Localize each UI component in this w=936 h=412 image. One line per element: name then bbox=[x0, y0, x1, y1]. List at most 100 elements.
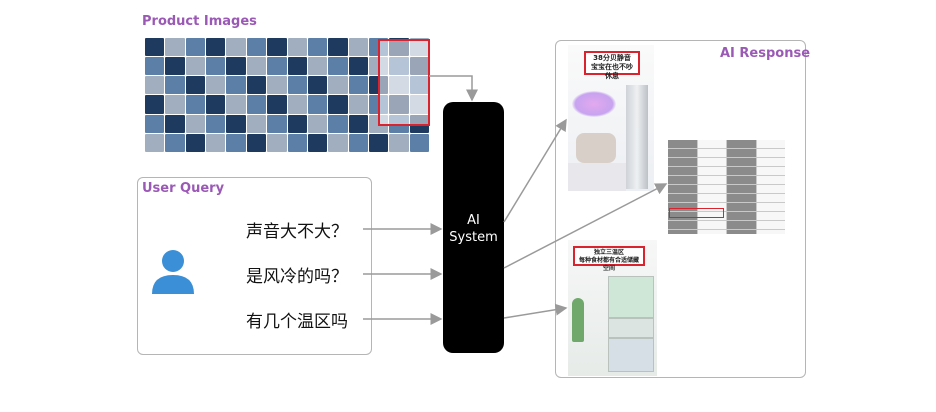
spec-table-cell bbox=[756, 185, 785, 193]
product-thumbnail bbox=[185, 133, 206, 152]
product-thumbnail bbox=[246, 114, 267, 133]
response-image-spec-table bbox=[668, 140, 785, 234]
product-thumbnail bbox=[287, 76, 307, 95]
product-thumbnail bbox=[328, 57, 348, 76]
product-thumbnail bbox=[145, 57, 165, 76]
product-thumbnail bbox=[206, 38, 226, 57]
product-thumbnail bbox=[165, 57, 185, 76]
arrow-system-to-response-3 bbox=[503, 303, 568, 319]
product-thumbnail bbox=[145, 38, 165, 57]
spec-table-cell bbox=[756, 230, 785, 234]
product-thumbnail bbox=[246, 95, 267, 114]
spec-table-highlight bbox=[669, 208, 724, 218]
spec-table-cell bbox=[697, 221, 726, 229]
spec-table-cell bbox=[727, 203, 756, 211]
product-thumbnail bbox=[267, 95, 287, 114]
product-thumbnail bbox=[226, 38, 246, 57]
spec-table-cell bbox=[668, 149, 697, 157]
product-thumbnail bbox=[307, 57, 328, 76]
spec-table-cell bbox=[727, 185, 756, 193]
product-thumbnail bbox=[206, 95, 226, 114]
spec-table-cell bbox=[668, 140, 697, 148]
spec-table-cell bbox=[727, 158, 756, 166]
product-thumbnail bbox=[287, 133, 307, 152]
spec-table-cell bbox=[756, 140, 785, 148]
product-thumbnail bbox=[287, 38, 307, 57]
ai-system-line1: AI bbox=[467, 213, 480, 228]
product-thumbnail bbox=[368, 133, 389, 152]
plant-graphic bbox=[572, 298, 584, 342]
product-thumbnail bbox=[165, 38, 185, 57]
product-thumbnail bbox=[267, 133, 287, 152]
product-thumbnail bbox=[287, 114, 307, 133]
product-thumbnail bbox=[348, 57, 368, 76]
product-thumbnail bbox=[165, 95, 185, 114]
fridge-graphic bbox=[626, 85, 648, 189]
spec-table-cell bbox=[697, 203, 726, 211]
user-query-label: User Query bbox=[142, 181, 225, 196]
spec-table-cell bbox=[697, 194, 726, 202]
spec-table-cell bbox=[697, 149, 726, 157]
product-thumbnail bbox=[185, 95, 206, 114]
spec-table-cell bbox=[727, 140, 756, 148]
spec-table-cell bbox=[756, 176, 785, 184]
spec-table-cell bbox=[756, 158, 785, 166]
spec-table-cell bbox=[668, 203, 697, 211]
spec-table-cell bbox=[756, 203, 785, 211]
response-image-temperature-zones: 独立三温区 每种食材都有合适储藏空间 bbox=[568, 240, 657, 376]
product-thumbnail bbox=[185, 38, 206, 57]
spec-table-grid bbox=[668, 140, 785, 234]
user-avatar-icon bbox=[152, 250, 194, 294]
product-thumbnail bbox=[328, 38, 348, 57]
spec-table-cell bbox=[756, 167, 785, 175]
product-thumbnail bbox=[389, 133, 409, 152]
product-thumbnail bbox=[145, 76, 165, 95]
product-thumbnail bbox=[348, 38, 368, 57]
query-text-1: 声音大不大？ bbox=[246, 222, 348, 242]
spec-table-cell bbox=[756, 221, 785, 229]
product-thumbnail bbox=[246, 57, 267, 76]
spec-table-cell bbox=[668, 176, 697, 184]
product-thumbnail bbox=[226, 57, 246, 76]
product-thumbnail bbox=[328, 133, 348, 152]
spec-table-cell bbox=[756, 194, 785, 202]
product-thumbnail bbox=[328, 95, 348, 114]
product-thumbnail bbox=[145, 114, 165, 133]
product-thumbnail bbox=[145, 133, 165, 152]
spec-table-cell bbox=[697, 167, 726, 175]
response-image-silence: 38分贝静音 宝宝在也不吵休息 bbox=[568, 45, 654, 191]
product-thumbnail bbox=[226, 133, 246, 152]
product-thumbnail bbox=[287, 57, 307, 76]
ai-response-label: AI Response bbox=[720, 46, 811, 61]
spec-table-cell bbox=[727, 149, 756, 157]
product-thumbnail bbox=[246, 133, 267, 152]
spec-table-cell bbox=[727, 212, 756, 220]
arrow-system-to-response-1 bbox=[503, 118, 567, 223]
response-image-zones-caption: 独立三温区 每种食材都有合适储藏空间 bbox=[573, 246, 645, 272]
spec-table-cell bbox=[668, 185, 697, 193]
product-thumbnail bbox=[307, 133, 328, 152]
spec-table-cell bbox=[727, 167, 756, 175]
spec-table-cell bbox=[697, 230, 726, 234]
bed-graphic bbox=[568, 163, 626, 191]
product-thumbnail bbox=[226, 76, 246, 95]
fridge-middle-zone bbox=[608, 318, 654, 338]
spec-table-cell bbox=[727, 221, 756, 229]
product-thumbnail bbox=[226, 114, 246, 133]
product-thumbnail bbox=[348, 76, 368, 95]
spec-table-cell bbox=[697, 185, 726, 193]
product-thumbnail bbox=[206, 76, 226, 95]
product-thumbnail bbox=[206, 133, 226, 152]
product-thumbnail bbox=[145, 95, 165, 114]
spec-table-cell bbox=[668, 167, 697, 175]
spec-table-cell bbox=[697, 176, 726, 184]
product-thumbnail bbox=[226, 95, 246, 114]
product-thumbnail bbox=[348, 95, 368, 114]
ai-system-box: AI System bbox=[443, 102, 504, 353]
product-thumbnail bbox=[185, 76, 206, 95]
spec-table-cell bbox=[668, 194, 697, 202]
product-thumbnail bbox=[165, 114, 185, 133]
product-thumbnail bbox=[206, 57, 226, 76]
product-thumbnail bbox=[185, 57, 206, 76]
